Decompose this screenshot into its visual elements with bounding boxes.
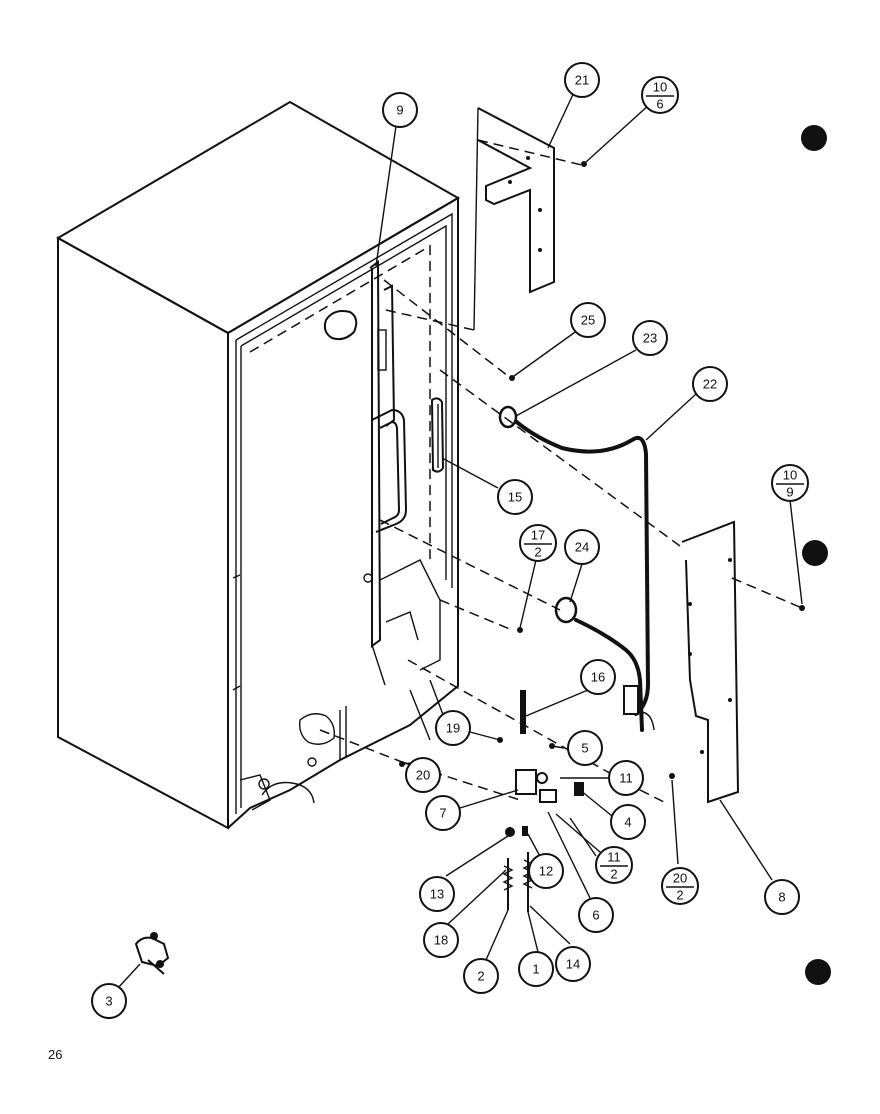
upper-back-panel: [477, 107, 555, 294]
callout-19: 19: [435, 710, 471, 746]
hardware-parts: [399, 161, 805, 912]
callout-10-6: 106: [641, 76, 679, 114]
svg-text:4: 4: [624, 815, 631, 830]
svg-text:9: 9: [396, 103, 403, 118]
svg-text:1: 1: [532, 962, 539, 977]
binder-hole-top: [801, 125, 827, 151]
callout-17-2: 172: [519, 524, 557, 562]
callout-12: 12: [528, 853, 564, 889]
svg-text:2: 2: [534, 545, 541, 560]
svg-text:20: 20: [416, 768, 430, 783]
svg-text:23: 23: [643, 331, 657, 346]
svg-text:20: 20: [673, 871, 687, 886]
svg-text:11: 11: [619, 771, 633, 786]
svg-text:2: 2: [676, 888, 683, 903]
svg-text:6: 6: [656, 97, 663, 112]
callout-8: 8: [764, 879, 800, 915]
svg-text:5: 5: [581, 741, 588, 756]
svg-text:6: 6: [592, 908, 599, 923]
callout-7: 7: [425, 795, 461, 831]
callout-11: 11: [608, 760, 644, 796]
svg-text:2: 2: [477, 969, 484, 984]
lower-back-panel: [681, 520, 740, 804]
svg-text:7: 7: [439, 806, 446, 821]
svg-text:9: 9: [786, 485, 793, 500]
svg-text:13: 13: [430, 887, 444, 902]
callout-18: 18: [423, 922, 459, 958]
svg-text:8: 8: [778, 890, 785, 905]
callout-9: 9: [382, 92, 418, 128]
svg-text:15: 15: [508, 490, 522, 505]
svg-text:21: 21: [575, 73, 589, 88]
callout-11-2: 112: [595, 846, 633, 884]
callout-23: 23: [632, 320, 668, 356]
callout-25: 25: [570, 302, 606, 338]
power-cord: [498, 405, 655, 732]
svg-text:12: 12: [539, 864, 553, 879]
binder-hole-middle: [802, 540, 828, 566]
callout-6: 6: [578, 897, 614, 933]
svg-text:10: 10: [783, 468, 797, 483]
svg-text:24: 24: [575, 540, 589, 555]
svg-text:14: 14: [566, 957, 580, 972]
callout-14: 14: [555, 946, 591, 982]
callout-5: 5: [567, 730, 603, 766]
callout-21: 21: [564, 62, 600, 98]
callout-4: 4: [610, 804, 646, 840]
svg-text:2: 2: [610, 867, 617, 882]
callout-10-9: 109: [771, 464, 809, 502]
svg-text:17: 17: [531, 528, 545, 543]
svg-text:19: 19: [446, 721, 460, 736]
svg-text:22: 22: [703, 377, 717, 392]
callout-leaders: [117, 87, 803, 989]
binder-hole-bottom: [805, 959, 831, 985]
callout-13: 13: [419, 876, 455, 912]
callout-20-2: 202: [661, 867, 699, 905]
water-valve-part: [134, 932, 170, 975]
callout-20: 20: [405, 757, 441, 793]
svg-text:16: 16: [591, 670, 605, 685]
callout-15: 15: [497, 479, 533, 515]
callout-24: 24: [564, 529, 600, 565]
svg-text:18: 18: [434, 933, 448, 948]
svg-text:25: 25: [581, 313, 595, 328]
svg-text:3: 3: [105, 994, 112, 1009]
callout-3: 3: [91, 983, 127, 1019]
callout-2: 2: [463, 958, 499, 994]
page-number: 26: [48, 1047, 62, 1062]
callout-16: 16: [580, 659, 616, 695]
callout-1: 1: [518, 951, 554, 987]
callout-22: 22: [692, 366, 728, 402]
svg-text:10: 10: [653, 80, 667, 95]
svg-text:11: 11: [607, 850, 621, 865]
refrigerator-cabinet: [55, 100, 460, 830]
